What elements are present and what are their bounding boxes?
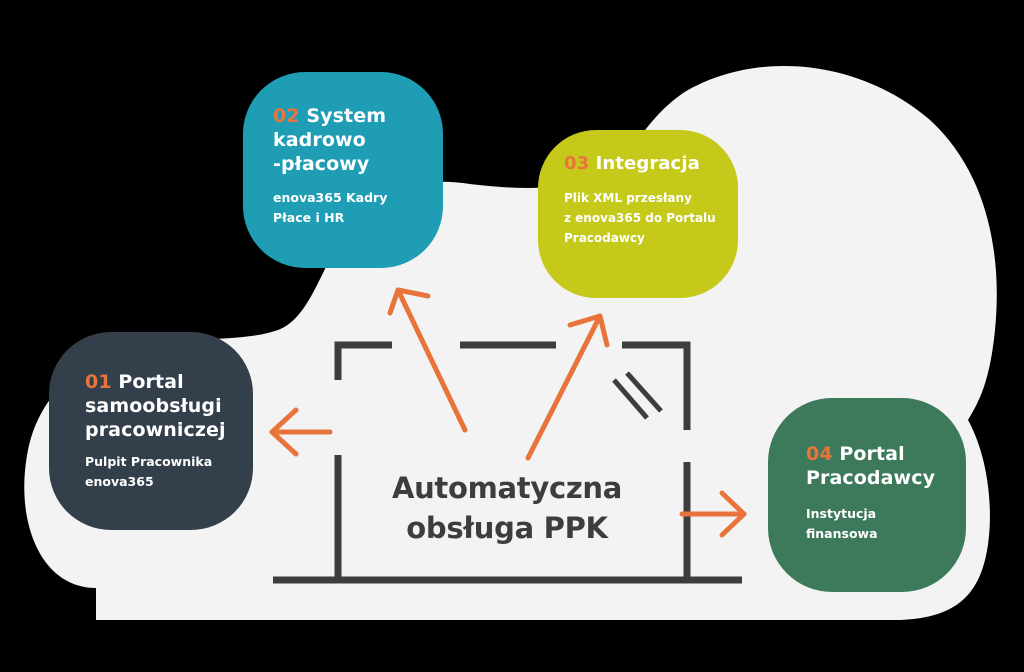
node-portal-pracodawcy: 04 Portal Pracodawcy Instytucja finansow…	[768, 398, 966, 592]
node-01-number: 01	[85, 371, 112, 393]
node-04-title-text: Portal Pracodawcy	[806, 443, 936, 489]
arrow-to-04	[679, 490, 747, 538]
node-03-title-text: Integracja	[589, 153, 700, 174]
node-integracja: 03 Integracja Plik XML przesłany z enova…	[538, 130, 738, 298]
node-portal-samoobslugi: 01 Portal samoobsługi pracowniczej Pulpi…	[49, 332, 253, 530]
arrows-group	[269, 287, 747, 538]
node-03-description: Plik XML przesłany z enova365 do Portalu…	[564, 191, 716, 245]
node-01-title: 01 Portal samoobsługi pracowniczej	[85, 370, 243, 442]
node-02-number: 02	[273, 105, 300, 127]
node-02-title-text: System kadrowo -płacowy	[273, 105, 387, 175]
node-01-description: Pulpit Pracownika enova365	[85, 454, 213, 489]
frame-top-right	[622, 341, 691, 430]
frame-glint-1	[612, 378, 649, 420]
node-01-title-text: Portal samoobsługi pracowniczej	[85, 371, 226, 441]
node-04-number: 04	[806, 443, 833, 465]
node-04-description: Instytucja finansowa	[806, 506, 878, 541]
node-03-number: 03	[564, 153, 590, 174]
frame-glint-2	[625, 371, 663, 413]
center-label: Automatyczna obsługa PPK	[391, 471, 623, 545]
window-frame-icon	[273, 341, 742, 584]
node-system-kadrowo-placowy: 02 System kadrowo -płacowy enova365 Kadr…	[243, 72, 443, 268]
node-04-title: 04 Portal Pracodawcy	[806, 442, 956, 490]
arrow-to-03	[525, 313, 610, 461]
frame-top-left	[334, 341, 392, 380]
arrow-to-02	[387, 287, 468, 433]
node-02-title: 02 System kadrowo -płacowy	[273, 104, 433, 176]
arrow-to-01	[269, 407, 333, 457]
node-02-description: enova365 Kadry Płace i HR	[273, 190, 388, 225]
node-03-title: 03 Integracja	[564, 152, 728, 176]
